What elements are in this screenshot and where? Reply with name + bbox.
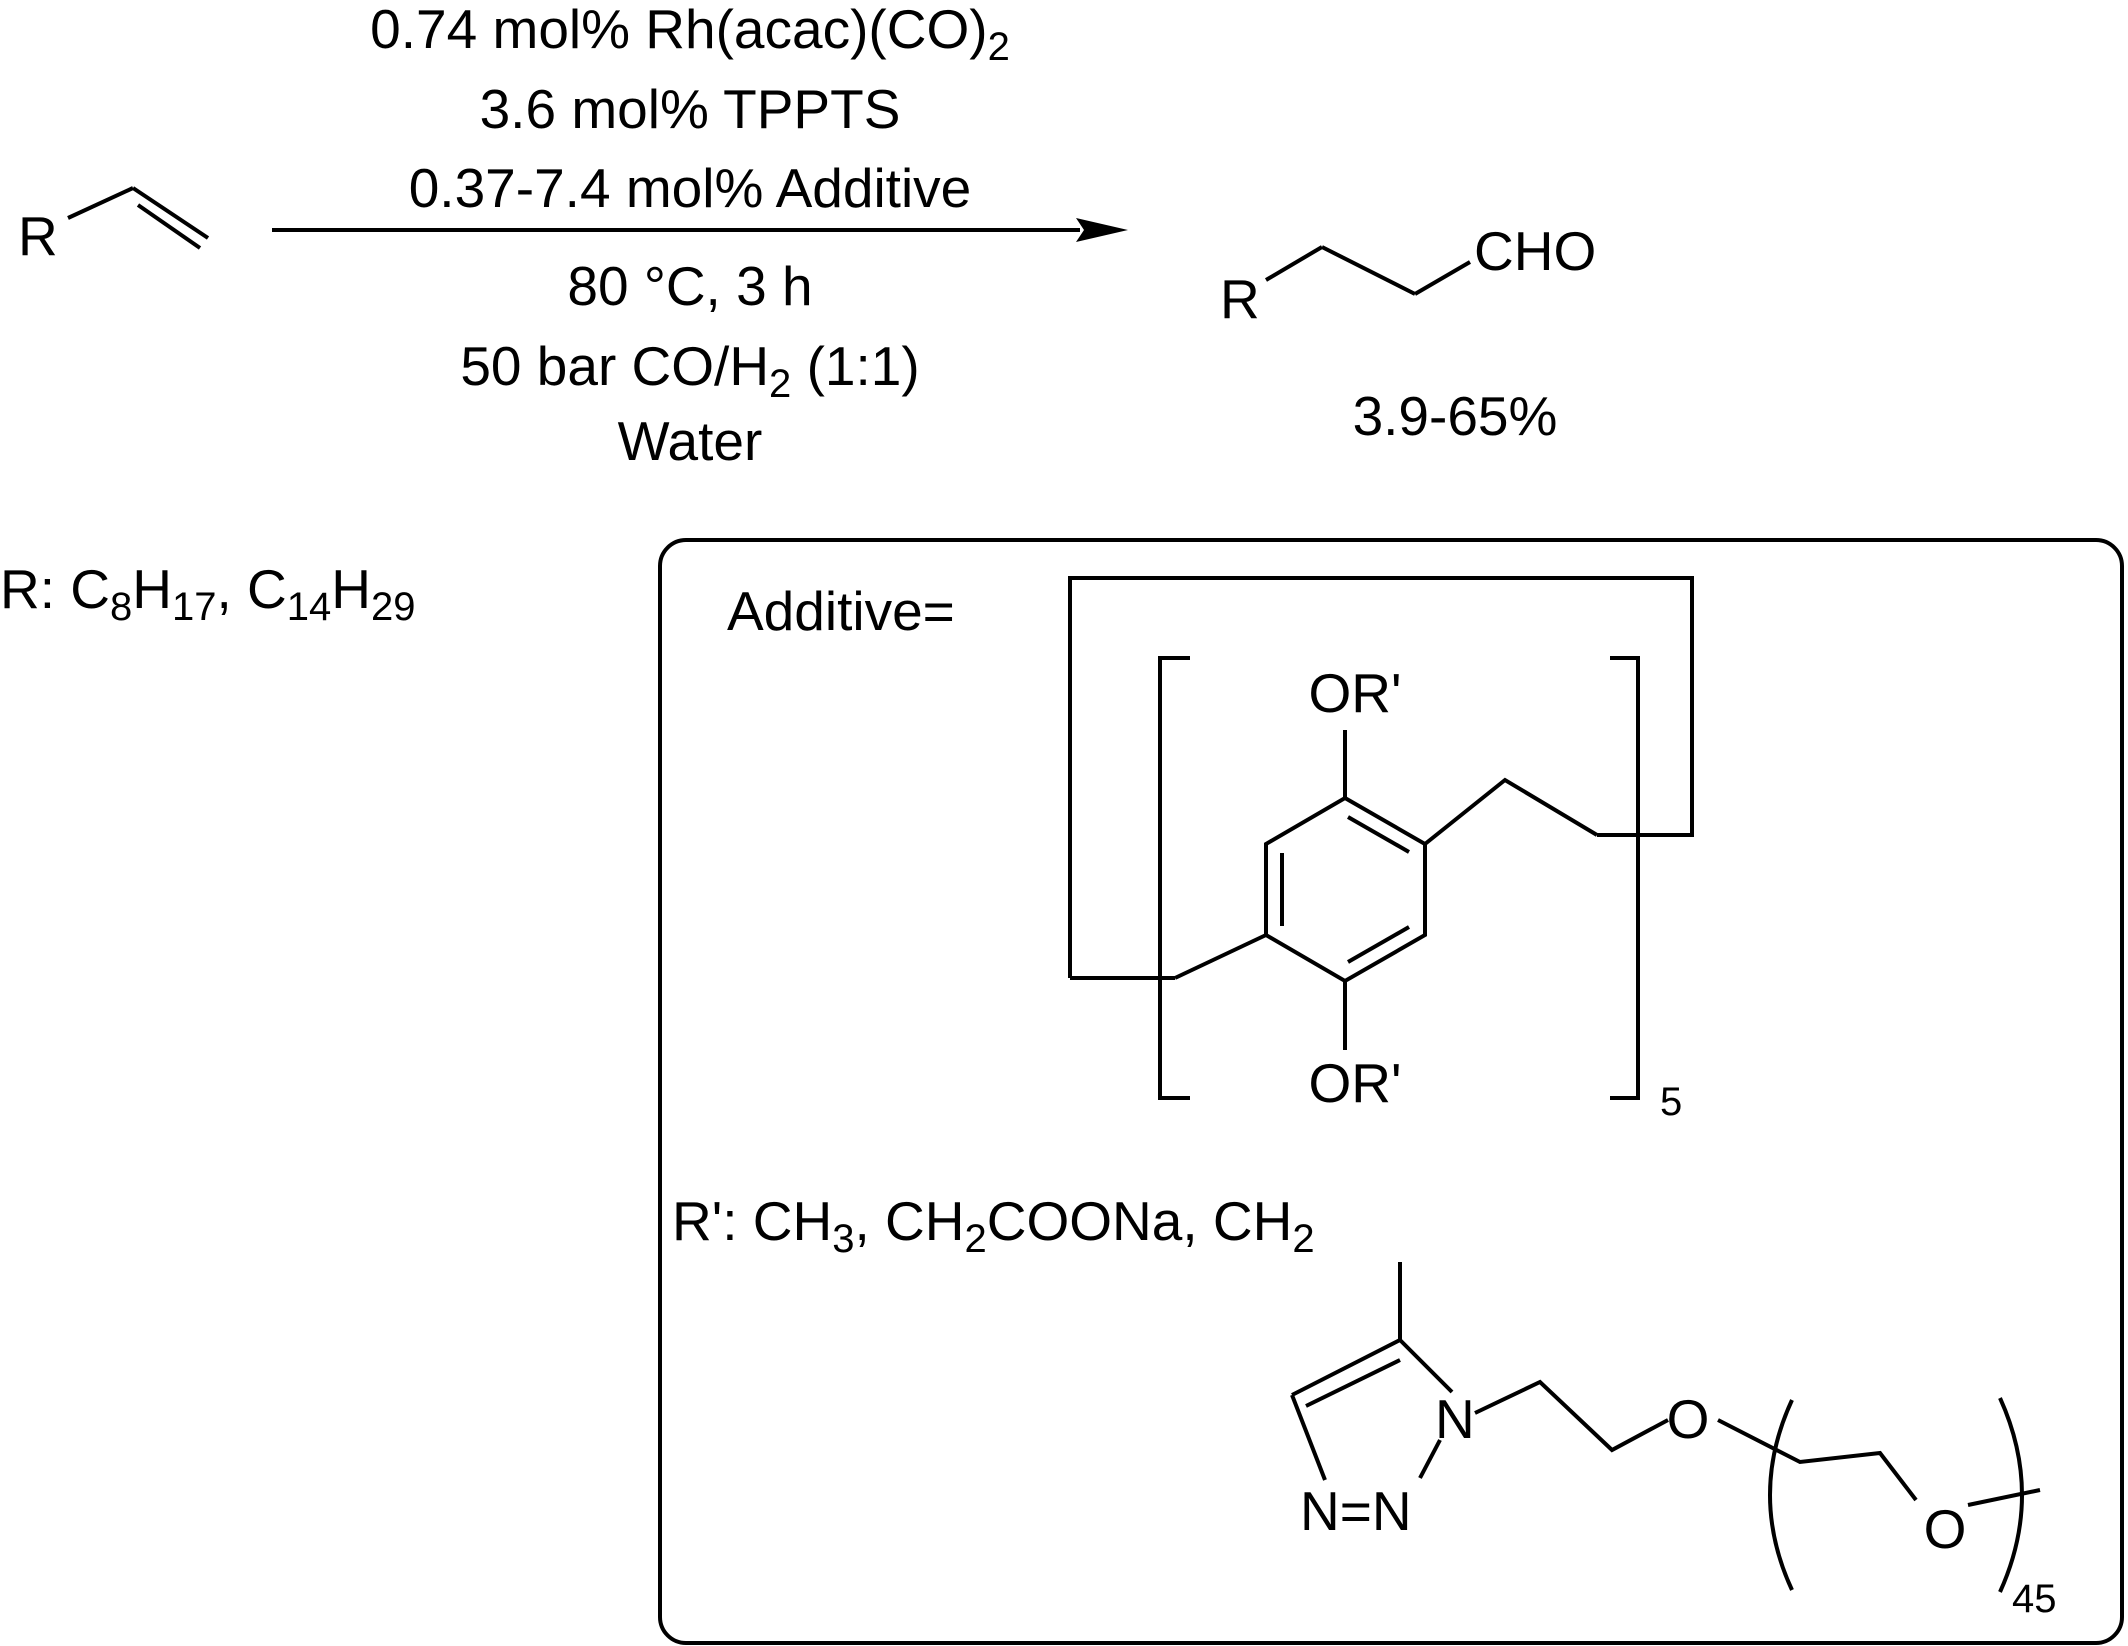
repeat-count: 5 xyxy=(1660,1080,1682,1124)
triazole-n2-n3-label: N=N xyxy=(1300,1480,1412,1542)
ligand-condition: 3.6 mol% TPPTS xyxy=(480,78,901,140)
additive-condition: 0.37-7.4 mol% Additive xyxy=(409,157,972,219)
benzene-ring xyxy=(1264,795,1427,984)
bond-bridge-left xyxy=(1174,933,1267,980)
r-prime-definition: R': CH3, CH2COONa, CH2 xyxy=(672,1190,1315,1261)
additive-label: Additive= xyxy=(727,580,955,642)
product-chain-bonds xyxy=(1264,245,1472,296)
bond-peg-terminal xyxy=(1967,1488,2041,1507)
macrocycle-connector xyxy=(1068,576,1694,978)
substrate-r-label: R xyxy=(18,205,58,267)
peg-repeat-count: 45 xyxy=(2012,1577,2057,1621)
product-r-label: R xyxy=(1220,268,1260,330)
catalyst-condition: 0.74 mol% Rh(acac)(CO)2 xyxy=(370,0,1010,69)
r-definition: R: C8H17, C14H29 xyxy=(0,558,416,629)
triazole-n1-label: N xyxy=(1435,1388,1475,1450)
peg-paren-left xyxy=(1768,1399,1794,1591)
substrate-alkene-bonds xyxy=(67,186,210,250)
oxygen-1-label: O xyxy=(1667,1388,1710,1450)
temperature-condition: 80 °C, 3 h xyxy=(567,255,812,317)
repeat-bracket-right xyxy=(1610,656,1640,1100)
product-aldehyde-group: CHO xyxy=(1474,220,1596,282)
pressure-condition: 50 bar CO/H2 (1:1) xyxy=(460,335,919,406)
bond-ethylene-linker xyxy=(1474,1379,1669,1453)
repeat-bracket-left xyxy=(1158,656,1190,1100)
oxygen-2-label: O xyxy=(1924,1498,1967,1560)
triazole-ring xyxy=(1290,1338,1454,1481)
oxygen-top-label: OR' xyxy=(1308,662,1401,724)
peg-paren-right xyxy=(1998,1397,2024,1593)
solvent-condition: Water xyxy=(618,410,763,472)
bond-bridge-right xyxy=(1423,777,1599,846)
reaction-arrow xyxy=(272,218,1128,242)
oxygen-bottom-label: OR' xyxy=(1308,1052,1401,1114)
product-yield: 3.9-65% xyxy=(1353,385,1558,447)
additive-box xyxy=(658,538,2124,1645)
bond-peg-unit xyxy=(1717,1418,1918,1502)
